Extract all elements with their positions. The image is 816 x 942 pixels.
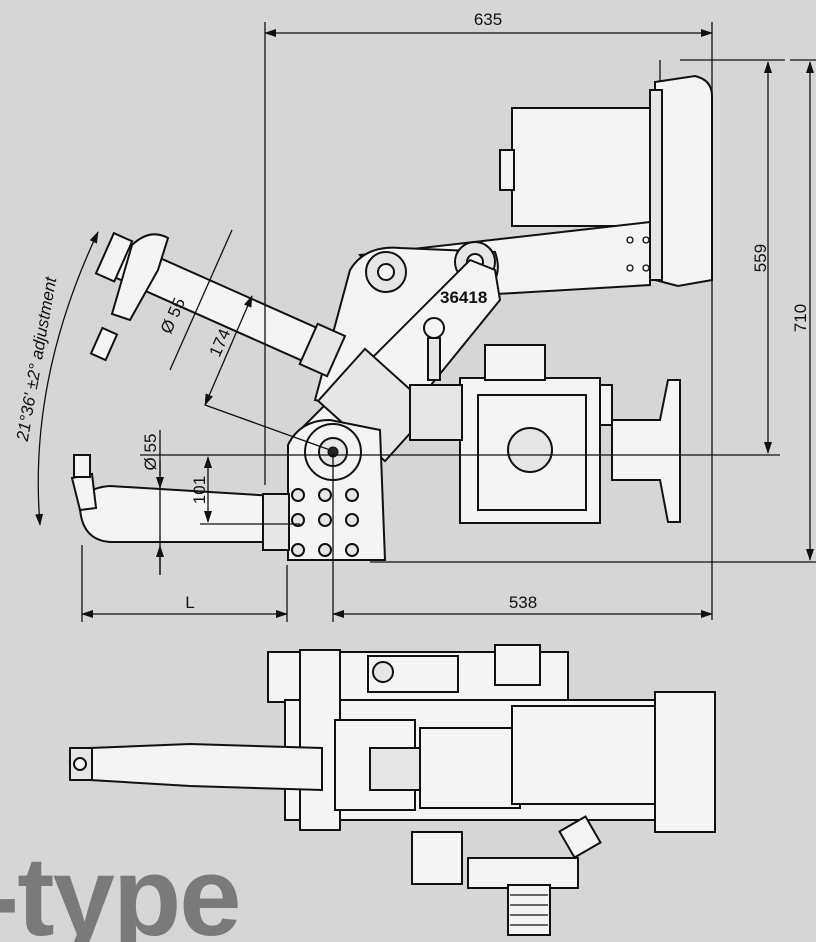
motor-cylinder	[511, 107, 663, 227]
plan-spring	[507, 884, 551, 936]
motor-cover	[654, 74, 713, 288]
dim-line-174	[204, 295, 253, 406]
dim-559: 559	[751, 244, 770, 272]
plan-motor-cover	[654, 691, 716, 833]
cable-flange	[611, 379, 681, 523]
dim-635: 635	[474, 10, 502, 29]
type-label: -type	[0, 834, 240, 942]
plan-electrode-arm	[68, 742, 323, 792]
dim-101: 101	[190, 476, 209, 504]
plan-motor	[511, 705, 663, 805]
dim-710: 710	[791, 304, 810, 332]
dim-diameter-55-side: Ø 55	[141, 434, 160, 471]
dim-L: L	[185, 593, 194, 612]
dim-174: 174	[206, 326, 235, 360]
dim-diameter-55-top: Ø 55	[157, 295, 189, 336]
adjustment-arc	[35, 231, 99, 526]
dim-538: 538	[509, 593, 537, 612]
plan-view	[68, 644, 716, 936]
part-number: 36418	[440, 288, 487, 307]
bolt-grid	[291, 488, 359, 557]
lower-arm	[78, 484, 276, 543]
plan-valve	[411, 831, 463, 885]
